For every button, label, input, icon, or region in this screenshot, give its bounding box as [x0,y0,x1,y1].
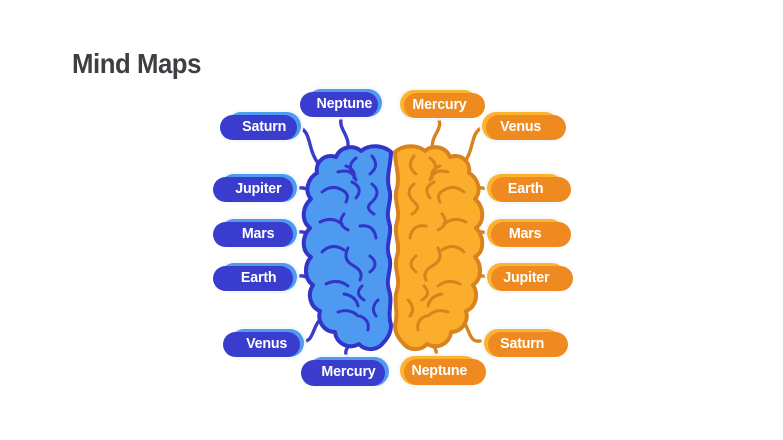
mindmap-node-venus-left: Venus [223,329,304,357]
mindmap-node-saturn-right: Saturn [484,329,568,357]
mindmap-node-mercury-right: Mercury [400,90,485,118]
brain-right-hemisphere [395,146,483,350]
mindmap-node-mars-left: Mars [213,219,297,247]
mindmap-node-label: Mars [509,224,542,242]
mindmap-node-label: Earth [507,179,544,197]
mindmap-node-label: Jupiter [503,268,550,286]
mindmap-node-earth-right: Earth [487,174,571,202]
mindmap-node-label: Neptune [316,94,373,112]
mindmap-node-venus-right: Venus [482,112,566,140]
mindmap-node-label: Saturn [500,334,545,352]
mindmap-node-jupiter-left: Jupiter [213,174,297,202]
mindmap-node-label: Saturn [242,117,286,135]
mindmap-node-label: Mercury [321,363,376,380]
mindmap-node-neptune-left: Neptune [300,89,382,117]
mindmap-node-mercury-left: Mercury [301,357,389,386]
page-title: Mind Maps [72,48,201,79]
mindmap-node-saturn-left: Saturn [220,112,301,140]
mindmap-node-jupiter-right: Jupiter [487,263,573,291]
brain-left-hemisphere [303,146,391,350]
mindmap-node-earth-left: Earth [213,263,297,291]
brain-icon [303,146,483,350]
mindmap-node-label: Jupiter [235,179,282,197]
mindmap-node-mars-right: Mars [487,219,571,247]
mindmap-node-label: Earth [240,268,277,286]
mindmap-node-label: Neptune [411,362,468,379]
mindmap-node-label: Venus [499,117,542,135]
mindmap-node-label: Mercury [411,95,467,113]
mindmap-node-label: Venus [246,334,288,352]
mindmap-node-label: Mars [242,224,275,242]
mindmap-node-neptune-right: Neptune [400,356,486,385]
